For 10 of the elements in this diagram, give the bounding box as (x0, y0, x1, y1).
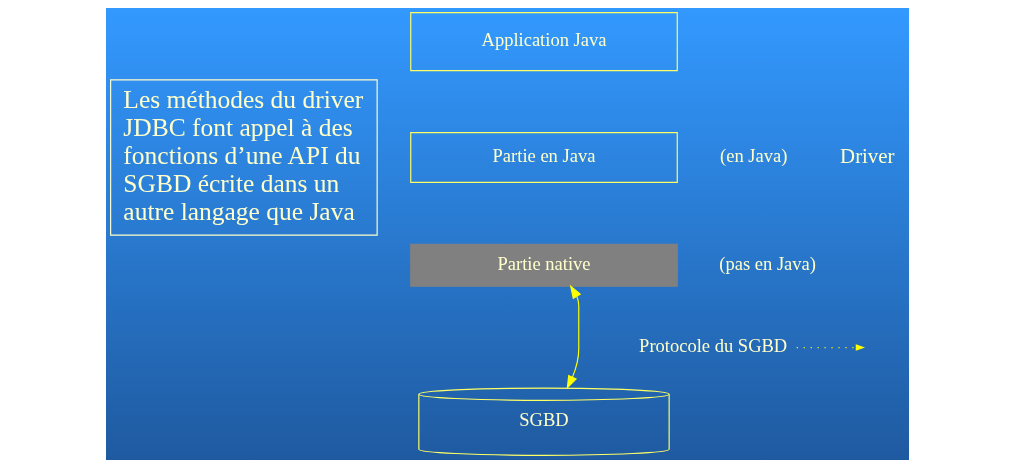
arrow (796, 344, 866, 351)
node-label: (pas en Java) (719, 252, 816, 274)
node-text: Protocole du SGBD (639, 334, 788, 356)
label: Driver (840, 143, 895, 168)
node-box: Partie en Java (410, 132, 678, 183)
arrow (566, 284, 582, 390)
node-label: (en Java) (720, 144, 788, 166)
node-box: Partie native (410, 243, 678, 287)
node-box: Application Java (410, 12, 678, 72)
node-box: Les méthodes du driver JDBC font appel à des fonctions d’une API du SGBD écrite dans un autre langage que Java (110, 79, 378, 236)
